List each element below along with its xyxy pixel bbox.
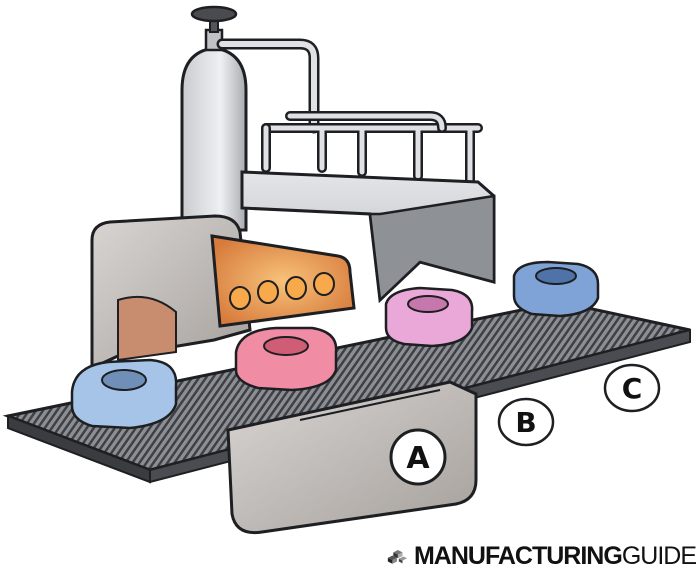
cube-logo-icon <box>387 550 408 564</box>
logo-wordmark-regular: GUIDE <box>621 541 697 570</box>
gas-hood <box>240 170 496 304</box>
quench-tank <box>226 380 478 535</box>
logo-wordmark-bold: MANUFACTURING <box>413 541 623 570</box>
workpiece-pink-hot <box>234 326 338 392</box>
stage-label-a: A <box>389 428 447 486</box>
gas-cylinder <box>180 5 248 232</box>
svg-text:A: A <box>406 441 430 476</box>
heating-elements <box>229 272 335 310</box>
workpiece-blue-left <box>70 358 178 430</box>
svg-text:B: B <box>515 406 536 439</box>
heating-furnace <box>90 214 356 371</box>
workpiece-blue-right <box>512 260 600 318</box>
svg-text:C: C <box>622 372 643 405</box>
gas-pipe-manifold <box>216 38 483 185</box>
manufacturing-guide-logo: MANUFACTURINGGUIDE <box>386 538 697 574</box>
stage-label-b: B <box>497 397 555 447</box>
valve-handwheel-icon <box>190 5 238 23</box>
logo-wordmark: MANUFACTURINGGUIDE <box>413 541 697 571</box>
workpiece-pink-cool <box>384 286 474 348</box>
stage-label-c: C <box>603 363 661 413</box>
